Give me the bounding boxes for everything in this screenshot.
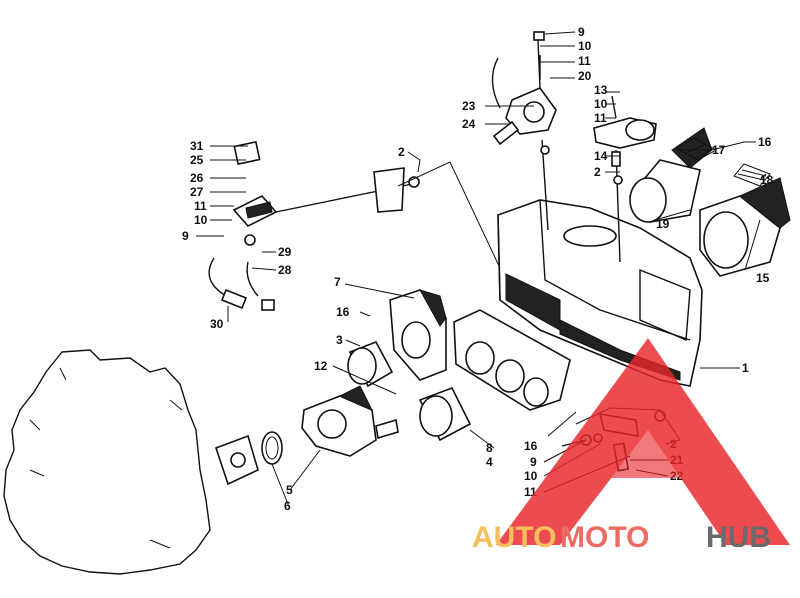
callout-4: 4	[486, 455, 493, 469]
callout-5: 5	[286, 483, 293, 497]
callout-18: 18	[760, 173, 774, 187]
callout-16: 16	[336, 305, 350, 319]
callout-15: 15	[756, 271, 770, 285]
watermark-triangle-inner	[596, 400, 700, 478]
intake-flange	[214, 434, 259, 486]
callout-10: 10	[578, 39, 592, 53]
callout-24: 24	[462, 117, 476, 131]
callout-11: 11	[594, 111, 607, 125]
callout-14: 14	[594, 149, 608, 163]
watermark-hub: HUB	[706, 521, 771, 554]
callout-2: 2	[594, 165, 601, 179]
callout-16: 16	[758, 135, 772, 149]
callout-labels: 9 10 11 20 13 10 11 23 24 14 2 16 17 18 …	[182, 25, 774, 513]
intake-horn-15	[699, 177, 791, 277]
callout-30: 30	[210, 317, 224, 331]
callout-25: 25	[190, 153, 204, 167]
callout-8: 8	[486, 441, 493, 455]
watermark-moto: MOTO	[560, 521, 649, 554]
callout-7: 7	[334, 275, 341, 289]
callout-17: 17	[712, 143, 726, 157]
callout-3: 3	[336, 333, 343, 347]
callout-28: 28	[278, 263, 292, 277]
callout-9: 9	[182, 229, 189, 243]
callout-11: 11	[578, 54, 591, 68]
callout-2: 2	[398, 145, 405, 159]
watermark-triangle-outer	[496, 338, 790, 545]
callout-13: 13	[594, 83, 608, 97]
bracket-2	[373, 167, 420, 213]
callout-10: 10	[594, 97, 608, 111]
callout-6: 6	[284, 499, 291, 513]
watermark-logo: AUTO MOTO HUB	[472, 338, 790, 554]
fuel-line-28	[208, 234, 275, 311]
carburetor-5	[301, 385, 399, 457]
callout-31: 31	[190, 139, 204, 153]
callout-10: 10	[194, 213, 208, 227]
intake-horn-19	[628, 127, 713, 223]
adapter-8	[453, 309, 571, 411]
screen-18	[733, 163, 771, 187]
callout-11: 11	[194, 199, 207, 213]
callout-23: 23	[462, 99, 476, 113]
callout-9: 9	[578, 25, 585, 39]
boot-3	[347, 340, 394, 388]
callout-26: 26	[190, 171, 204, 185]
engine-outline	[3, 349, 211, 575]
callout-16: 16	[524, 439, 538, 453]
mounting-plate-7	[389, 289, 447, 381]
screen-17	[674, 137, 718, 161]
clamp-6	[261, 431, 283, 465]
boot-4	[418, 386, 472, 442]
watermark-auto: AUTO	[472, 521, 556, 554]
callout-1: 1	[742, 361, 749, 375]
callout-9: 9	[530, 455, 537, 469]
engine-detail	[29, 367, 183, 549]
callout-29: 29	[278, 245, 292, 259]
callout-20: 20	[578, 69, 592, 83]
actuator-assembly	[593, 95, 657, 263]
solenoid-assembly	[491, 31, 557, 231]
callout-27: 27	[190, 185, 204, 199]
callout-12: 12	[314, 359, 328, 373]
callout-10: 10	[524, 469, 538, 483]
callout-19: 19	[656, 217, 670, 231]
